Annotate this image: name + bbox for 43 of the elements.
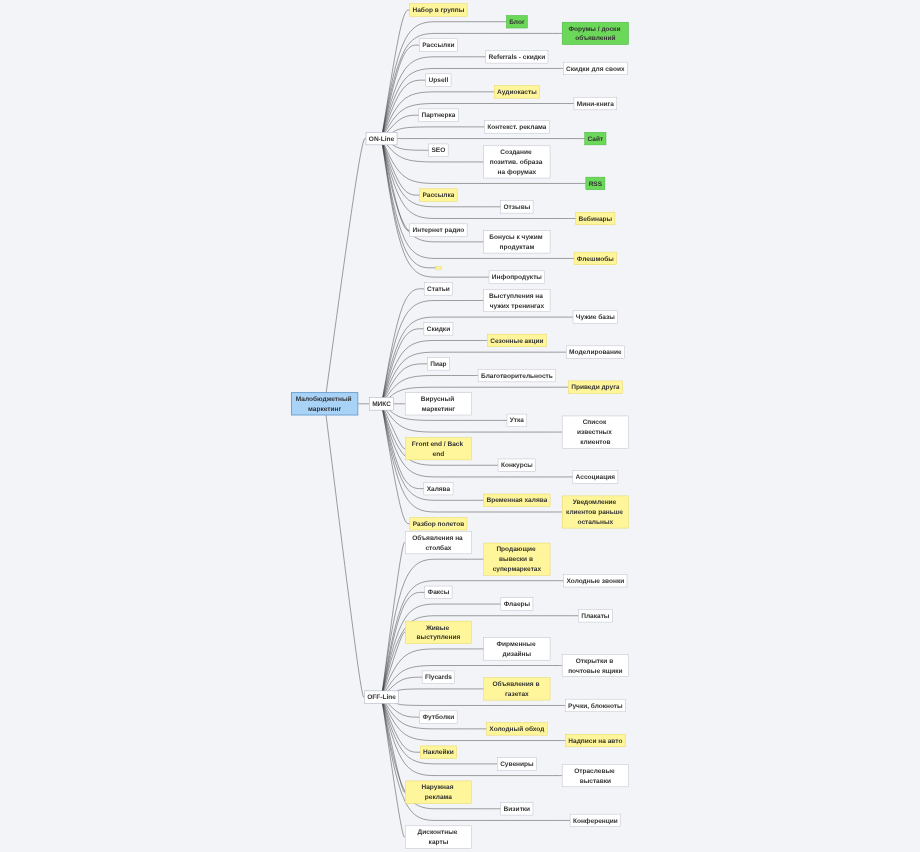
node-box: [435, 266, 442, 270]
connector: [383, 79, 427, 133]
connector: [382, 21, 507, 133]
connector: [384, 703, 566, 741]
connector: [383, 340, 488, 398]
connector: [382, 316, 574, 398]
connector: [383, 351, 567, 398]
connector: [382, 409, 484, 501]
connector: [382, 542, 406, 692]
connector: [382, 615, 579, 692]
connector: [382, 592, 426, 692]
connector: [384, 363, 428, 398]
connector: [385, 409, 563, 433]
connector: [382, 558, 484, 692]
connector: [383, 648, 484, 692]
connector: [382, 9, 410, 133]
connector: [382, 56, 487, 133]
connector: [383, 703, 421, 753]
connector: [383, 703, 498, 765]
connector: [382, 603, 502, 692]
connector: [383, 409, 499, 466]
connector: [384, 91, 495, 133]
connector: [383, 632, 406, 692]
connector: [385, 703, 487, 730]
connector: [382, 409, 563, 513]
connector: [382, 580, 564, 692]
connector: [382, 288, 425, 398]
connector: [383, 328, 425, 398]
connector: [383, 144, 420, 196]
connector: [382, 703, 571, 821]
connector: [382, 144, 410, 231]
connector: [382, 44, 420, 133]
connector: [382, 409, 411, 524]
connector: [382, 703, 563, 776]
connector: [385, 375, 479, 398]
connector: [382, 144, 436, 269]
connector: [382, 703, 406, 838]
connector: [383, 409, 574, 478]
connector: [382, 703, 502, 809]
connector: [382, 703, 406, 793]
connector: [384, 409, 406, 449]
connector: [382, 300, 484, 398]
connector: [382, 409, 425, 489]
